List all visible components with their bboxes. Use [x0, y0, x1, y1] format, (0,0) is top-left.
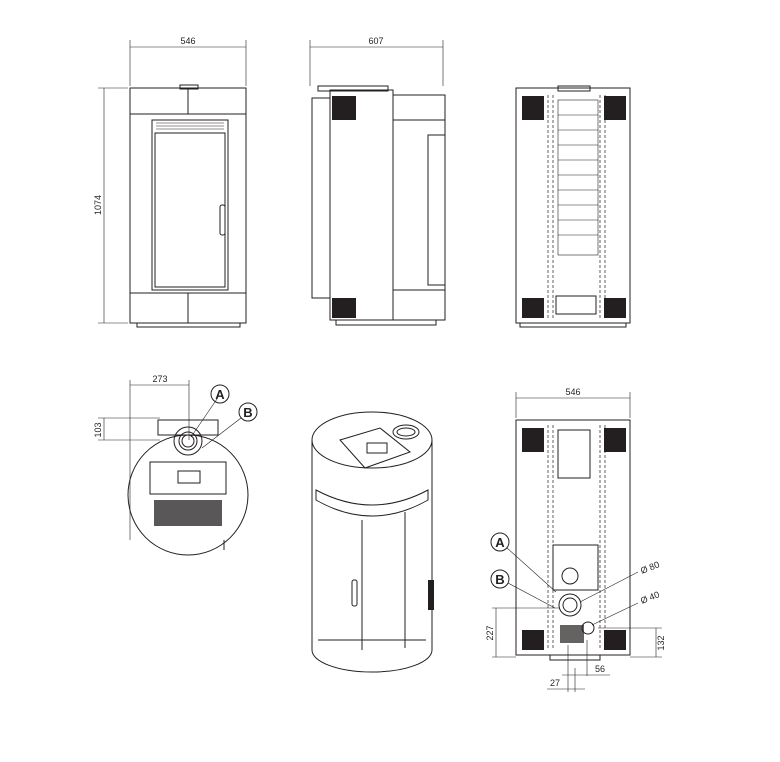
top-view: 273 103 A B — [93, 374, 258, 556]
label-a: A — [495, 535, 505, 550]
width-dimension-label: 546 — [180, 36, 195, 46]
rear-view — [515, 85, 631, 328]
offset-y-label: 103 — [93, 422, 103, 437]
door-glass — [154, 132, 226, 288]
door-handle — [219, 204, 226, 236]
depth-dimension-label: 607 — [368, 36, 383, 46]
intake-diameter-label: Ø 40 — [639, 589, 661, 606]
perspective-view — [311, 411, 434, 673]
intake-offset-label: 56 — [595, 664, 605, 674]
flue-diameter-label: Ø 80 — [639, 559, 661, 576]
side-view: 607 — [309, 36, 446, 326]
label-b: B — [495, 572, 504, 587]
label-b: B — [243, 405, 252, 420]
offset-x-label: 273 — [152, 374, 167, 384]
flue-height-label: 227 — [485, 625, 495, 640]
intake-height-label: 132 — [656, 635, 666, 650]
front-view: 546 1074 — [93, 36, 247, 328]
height-dimension-label: 1074 — [93, 195, 103, 215]
flue-offset-label: 27 — [550, 678, 560, 688]
width-dimension-label: 546 — [565, 387, 580, 397]
label-a: A — [215, 387, 225, 402]
rear-connection-view: 546 A B Ø 80 Ø 40 227 132 5 — [485, 387, 666, 692]
door — [151, 119, 229, 291]
